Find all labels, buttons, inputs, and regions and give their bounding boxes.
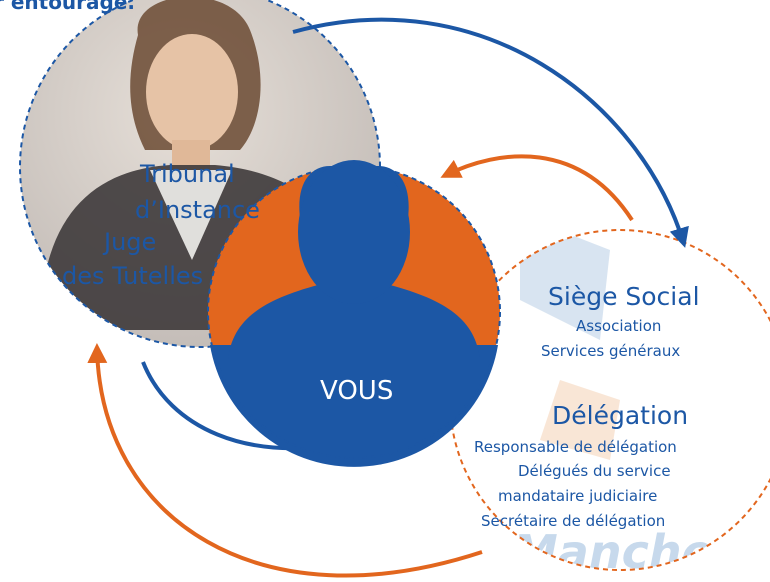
juge-title-line2: des Tutelles [62,262,204,290]
delegation-line1: Responsable de délégation [474,438,677,456]
siege-title: Siège Social [548,282,700,311]
vous-circle [207,160,501,467]
caption-text: r entourage. [0,0,136,14]
delegation-title: Délégation [552,401,689,430]
tribunal-title-line1: Tribunal [140,160,235,188]
person-silhouette-icon [210,160,498,467]
arrow-delegation-to-vous [440,154,634,222]
delegation-line3: mandataire judiciaire [498,487,658,505]
siege-line2: Services généraux [541,342,681,360]
arrow-tribunal-to-siege [292,17,689,248]
siege-line1: Association [576,317,662,335]
delegation-line2: Délégués du service [518,462,671,480]
vous-label: VOUS [320,376,394,406]
delegation-line4: Secrétaire de délégation [481,512,666,530]
tribunal-title-line2: d’Instance [135,196,260,224]
logo-watermark-text: Manche [512,525,713,579]
juge-title-line1: Juge [104,228,157,256]
arrow-delegation-to-tribunal [87,343,483,578]
